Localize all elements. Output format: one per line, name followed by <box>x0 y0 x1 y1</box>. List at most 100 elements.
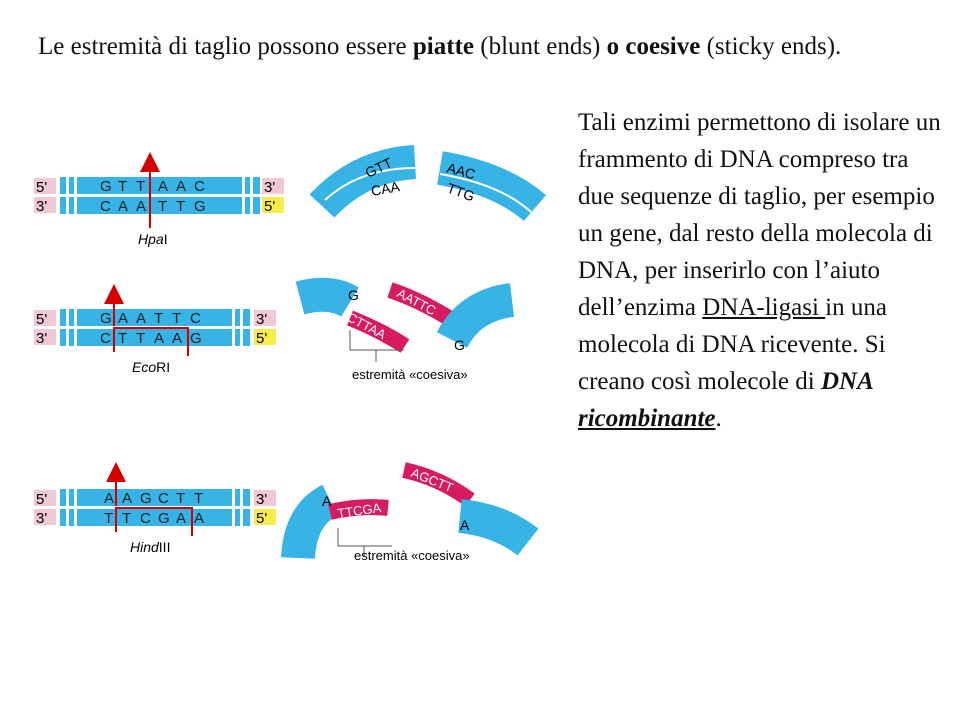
frag-left-top: G <box>348 287 359 303</box>
intro-text: Le estremità di taglio possono essere pi… <box>38 28 938 65</box>
label-bg-5-right <box>254 509 276 525</box>
seq-bottom-4: T <box>158 198 167 215</box>
row-hindiii: 5' 3' A A G C T T T T C G A A 3' 5' Hind… <box>34 462 539 563</box>
frag-right-bottom: G <box>454 337 465 353</box>
enzyme-name-suffix: III <box>159 539 171 555</box>
seq-bottom-2: T <box>118 330 127 347</box>
frag-right-bottom: A <box>460 517 470 533</box>
strand-break-right <box>242 177 245 214</box>
label-bg-3-right <box>254 310 276 326</box>
strand-break-right-2 <box>240 309 243 346</box>
intro-bold-blunt: piatte <box>412 33 475 60</box>
seq-bottom-6: G <box>190 330 202 347</box>
intro-part2: (blunt ends) <box>474 33 607 60</box>
fragment-left-sticky <box>347 310 410 353</box>
seq-top-4: C <box>158 490 169 507</box>
seq-top-1: G <box>100 310 112 327</box>
seq-top-6: T <box>194 490 203 507</box>
label-bg-3-right <box>262 178 284 194</box>
sticky-bracket <box>349 330 404 351</box>
side-part1: Tali enzimi permettono di isolare un fra… <box>578 109 941 321</box>
fragment-right-sticky <box>387 282 457 327</box>
seq-top-4: A <box>158 178 168 195</box>
side-part4: . <box>715 405 722 432</box>
seq-bottom-5: A <box>176 510 186 527</box>
end-3-left: 3' <box>36 330 47 347</box>
strand-break-left-2 <box>74 489 77 526</box>
side-part2: in una molecola di DNA ricevente. Si cre… <box>578 294 887 395</box>
cut-line <box>113 327 189 356</box>
strand-bottom <box>60 329 250 346</box>
fragment-right <box>437 151 547 222</box>
strand-break-left <box>66 489 69 526</box>
strand-break-right <box>232 309 235 346</box>
seq-bottom-5: T <box>176 198 185 215</box>
seq-bottom-6: A <box>194 510 204 527</box>
frag-left-sticky-seq: CTTAA <box>345 309 389 342</box>
seq-top-6: C <box>194 178 205 195</box>
seq-bottom-2: T <box>122 510 131 527</box>
end-5-right: 5' <box>256 510 267 527</box>
frag-left-bottom: CAA <box>370 178 402 199</box>
fragment-left-groove <box>324 167 416 201</box>
side-underlined-ligase: DNA-ligasi <box>702 294 826 321</box>
end-3-left: 3' <box>36 198 47 215</box>
end-5-left: 5' <box>36 311 47 328</box>
seq-top-3: A <box>136 310 146 327</box>
intro-part3: (sticky ends). <box>700 33 842 60</box>
sticky-bracket <box>337 528 392 547</box>
seq-bottom-1: C <box>100 198 111 215</box>
fragment-right-sticky <box>402 462 475 507</box>
seq-bottom-4: A <box>154 330 164 347</box>
fragment-left <box>281 484 339 560</box>
seq-bottom-3: T <box>136 330 145 347</box>
strand-break-left-2 <box>74 177 77 214</box>
seq-top-2: A <box>122 490 132 507</box>
seq-top-3: G <box>140 490 152 507</box>
intro-part1: Le estremità di taglio possono essere <box>38 33 413 60</box>
strand-bottom <box>60 197 260 214</box>
sticky-label: estremità «coesiva» <box>354 548 470 563</box>
seq-top-1: A <box>104 490 114 507</box>
seq-top-5: T <box>176 490 185 507</box>
seq-bottom-1: C <box>100 330 111 347</box>
strand-break-left-2 <box>74 309 77 346</box>
enzyme-name-suffix: RI <box>156 359 170 375</box>
label-bg-5-left <box>34 490 56 506</box>
enzyme-name: EcoRI <box>132 359 170 375</box>
intro-bold-sticky: o coesive <box>606 33 701 60</box>
seq-top-2: T <box>118 178 127 195</box>
strand-break-right-2 <box>250 177 253 214</box>
seq-bottom-5: A <box>172 330 182 347</box>
enzyme-name: HindIII <box>130 539 170 555</box>
label-bg-5-right <box>254 329 276 345</box>
label-bg-3-left <box>34 197 56 213</box>
frag-right-sticky-seq: AGCTT <box>409 465 456 495</box>
strand-break-left <box>66 177 69 214</box>
fragment-right <box>436 283 515 349</box>
end-5-left: 5' <box>36 179 47 196</box>
enzyme-name-prefix: Hind <box>130 539 160 555</box>
seq-bottom-3: C <box>140 510 151 527</box>
seq-bottom-1: T <box>104 510 113 527</box>
label-bg-3-left <box>34 509 56 525</box>
frag-right-sticky-seq: AATTC <box>395 285 439 318</box>
strand-top <box>60 177 260 194</box>
seq-bottom-6: G <box>194 198 206 215</box>
end-3-right: 3' <box>256 311 267 328</box>
enzyme-name-suffix: I <box>164 231 168 247</box>
fragment-right <box>457 499 539 556</box>
end-3-right: 3' <box>264 179 275 196</box>
side-bold-dna: DNA <box>820 368 874 395</box>
enzyme-name: HpaI <box>138 231 168 247</box>
frag-right-top: AAC <box>445 159 477 182</box>
side-text: Tali enzimi permettono di isolare un fra… <box>578 104 950 437</box>
fragment-right-groove <box>439 173 532 213</box>
seq-top-2: A <box>118 310 128 327</box>
label-bg-3-left <box>34 329 56 345</box>
enzyme-name-prefix: Eco <box>132 359 156 375</box>
label-bg-5-left <box>34 310 56 326</box>
end-5-right: 5' <box>256 330 267 347</box>
end-3-left: 3' <box>36 510 47 527</box>
